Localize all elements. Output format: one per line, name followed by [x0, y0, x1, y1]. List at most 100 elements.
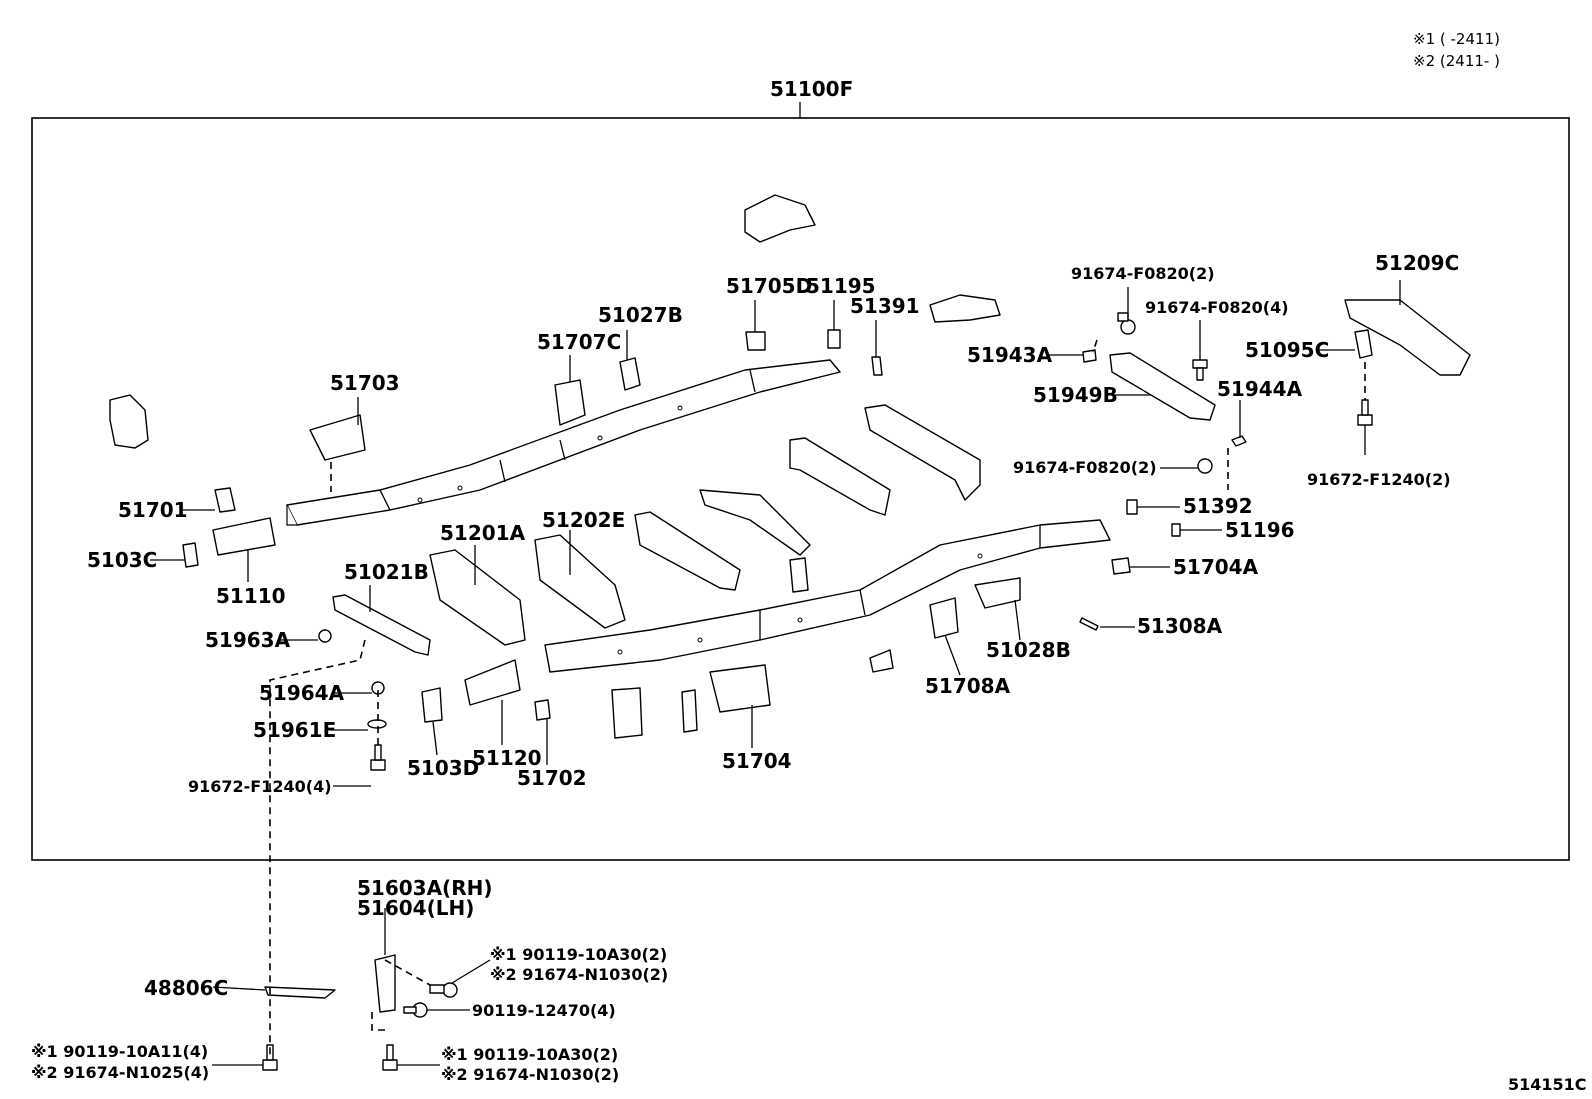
- label-91674-F0820-4[interactable]: 91674-F0820(4): [1145, 298, 1289, 317]
- label-51095C[interactable]: 51095C: [1245, 338, 1329, 362]
- label-51120[interactable]: 51120: [472, 746, 542, 770]
- cross-member-center: [789, 437, 891, 516]
- part-51120-shape: [464, 659, 521, 706]
- label-51028B[interactable]: 51028B: [986, 638, 1071, 662]
- label-91674-N1030-lower[interactable]: ※2 91674-N1030(2): [441, 1065, 619, 1084]
- label-51021B[interactable]: 51021B: [344, 560, 429, 584]
- bracket-hanger: [789, 557, 809, 593]
- label-48806C[interactable]: 48806C: [144, 976, 228, 1000]
- bracket-51603A-51604: [374, 954, 396, 1013]
- label-51201A[interactable]: 51201A: [440, 521, 526, 545]
- part-51391-shape: [871, 356, 883, 376]
- part-51943A-shape: [1082, 349, 1097, 363]
- part-51944A-shape: [1231, 435, 1247, 447]
- dashed-line-51603A-lower: [371, 1012, 390, 1031]
- label-51110[interactable]: 51110: [216, 584, 286, 608]
- dashed-line-left-mount: [269, 639, 366, 1055]
- label-51707C[interactable]: 51707C: [537, 330, 621, 354]
- bracket-floor: [869, 649, 894, 673]
- label-91674-F0820-2-top[interactable]: 91674-F0820(2): [1071, 264, 1215, 283]
- assembly-frame-box: [31, 117, 1570, 861]
- part-51209C-shape: [1344, 299, 1471, 376]
- label-90119-10A11[interactable]: ※1 90119-10A11(4): [31, 1042, 208, 1061]
- part-51195-shape: [827, 329, 841, 349]
- dashed-line-51943A: [1092, 339, 1098, 353]
- bolt-90119-10A30-upper: [429, 982, 458, 998]
- plate-48806C: [264, 986, 336, 999]
- label-51943A[interactable]: 51943A: [967, 343, 1053, 367]
- left-frame-rail: [286, 359, 841, 526]
- label-91672-F1240-4[interactable]: 91672-F1240(4): [188, 777, 332, 796]
- legend-note-1: ※1 ( -2411): [1413, 30, 1500, 48]
- cross-member-brace: [699, 489, 811, 556]
- label-51704[interactable]: 51704: [722, 749, 792, 773]
- bolt-91672-F1240-right: [1357, 399, 1373, 426]
- right-frame-rail: [544, 519, 1111, 673]
- part-51110-shape: [212, 517, 276, 556]
- bracket-lower: [611, 687, 643, 739]
- bracket-top: [744, 194, 816, 243]
- part-51196-shape: [1171, 523, 1181, 537]
- label-51196[interactable]: 51196: [1225, 518, 1295, 542]
- label-51963A[interactable]: 51963A: [205, 628, 291, 652]
- label-90119-10A30-upper[interactable]: ※1 90119-10A30(2): [490, 945, 667, 964]
- label-91674-N1030-upper[interactable]: ※2 91674-N1030(2): [490, 965, 668, 984]
- label-51708A[interactable]: 51708A: [925, 674, 1011, 698]
- part-51704-shape: [709, 664, 771, 713]
- label-51705D[interactable]: 51705D: [726, 274, 812, 298]
- label-91674-N1025[interactable]: ※2 91674-N1025(4): [31, 1063, 209, 1082]
- label-51604-LH[interactable]: 51604(LH): [357, 896, 474, 920]
- bolt-91672-F1240-4: [370, 744, 386, 771]
- label-51961E[interactable]: 51961E: [253, 718, 336, 742]
- label-51209C[interactable]: 51209C: [1375, 251, 1459, 275]
- bracket-slot: [681, 689, 698, 733]
- washer-51961E: [367, 719, 387, 729]
- label-51202E[interactable]: 51202E: [542, 508, 625, 532]
- bolt-90119-12470: [403, 1002, 428, 1018]
- legend-note-2: ※2 (2411- ): [1413, 52, 1500, 70]
- bolt-90119-10A30-lower: [382, 1044, 398, 1071]
- part-51705D-shape: [745, 331, 766, 351]
- label-51195[interactable]: 51195: [806, 274, 876, 298]
- label-91674-F0820-2-mid[interactable]: 91674-F0820(2): [1013, 458, 1157, 477]
- bolt-91674-F0820-4: [1192, 359, 1208, 381]
- label-51603A-RH[interactable]: 51603A(RH): [357, 876, 492, 900]
- label-51701[interactable]: 51701: [118, 498, 188, 522]
- part-51707C-shape: [554, 379, 586, 426]
- label-51704A[interactable]: 51704A: [1173, 555, 1259, 579]
- part-51308A-shape: [1079, 617, 1099, 631]
- diagram-code: 514151C: [1508, 1075, 1587, 1094]
- bolt-91674-F0820-top: [1117, 312, 1136, 335]
- label-5103D[interactable]: 5103D: [407, 756, 479, 780]
- label-90119-10A30-lower[interactable]: ※1 90119-10A30(2): [441, 1045, 618, 1064]
- part-51701-shape: [214, 487, 236, 513]
- leader-lines: [150, 280, 1401, 1066]
- washer-51963A: [318, 629, 332, 643]
- label-51949B[interactable]: 51949B: [1033, 383, 1118, 407]
- part-51201A-shape: [429, 549, 526, 646]
- label-90119-12470[interactable]: 90119-12470(4): [472, 1001, 616, 1020]
- bracket-left-mount: [109, 394, 149, 449]
- label-51964A[interactable]: 51964A: [259, 681, 345, 705]
- label-5103C[interactable]: 5103C: [87, 548, 157, 572]
- cross-member-rear: [864, 404, 981, 501]
- cross-member-mid: [634, 511, 741, 591]
- part-51703-shape: [309, 414, 366, 461]
- part-51021B-shape: [332, 594, 431, 656]
- label-51944A[interactable]: 51944A: [1217, 377, 1303, 401]
- label-51308A[interactable]: 51308A: [1137, 614, 1223, 638]
- label-51702[interactable]: 51702: [517, 766, 587, 790]
- label-51027B[interactable]: 51027B: [598, 303, 683, 327]
- label-51703[interactable]: 51703: [330, 371, 400, 395]
- label-91672-F1240-2[interactable]: 91672-F1240(2): [1307, 470, 1451, 489]
- part-51949B-shape: [1109, 352, 1216, 421]
- part-51028B-shape: [974, 577, 1021, 609]
- label-51391[interactable]: 51391: [850, 294, 920, 318]
- assembly-part-number[interactable]: 51100F: [770, 77, 853, 101]
- part-51027B-shape: [619, 357, 641, 391]
- part-51202E-shape: [534, 534, 626, 629]
- label-51392[interactable]: 51392: [1183, 494, 1253, 518]
- part-51704A-shape: [1111, 557, 1131, 575]
- part-5103D-shape: [421, 687, 443, 723]
